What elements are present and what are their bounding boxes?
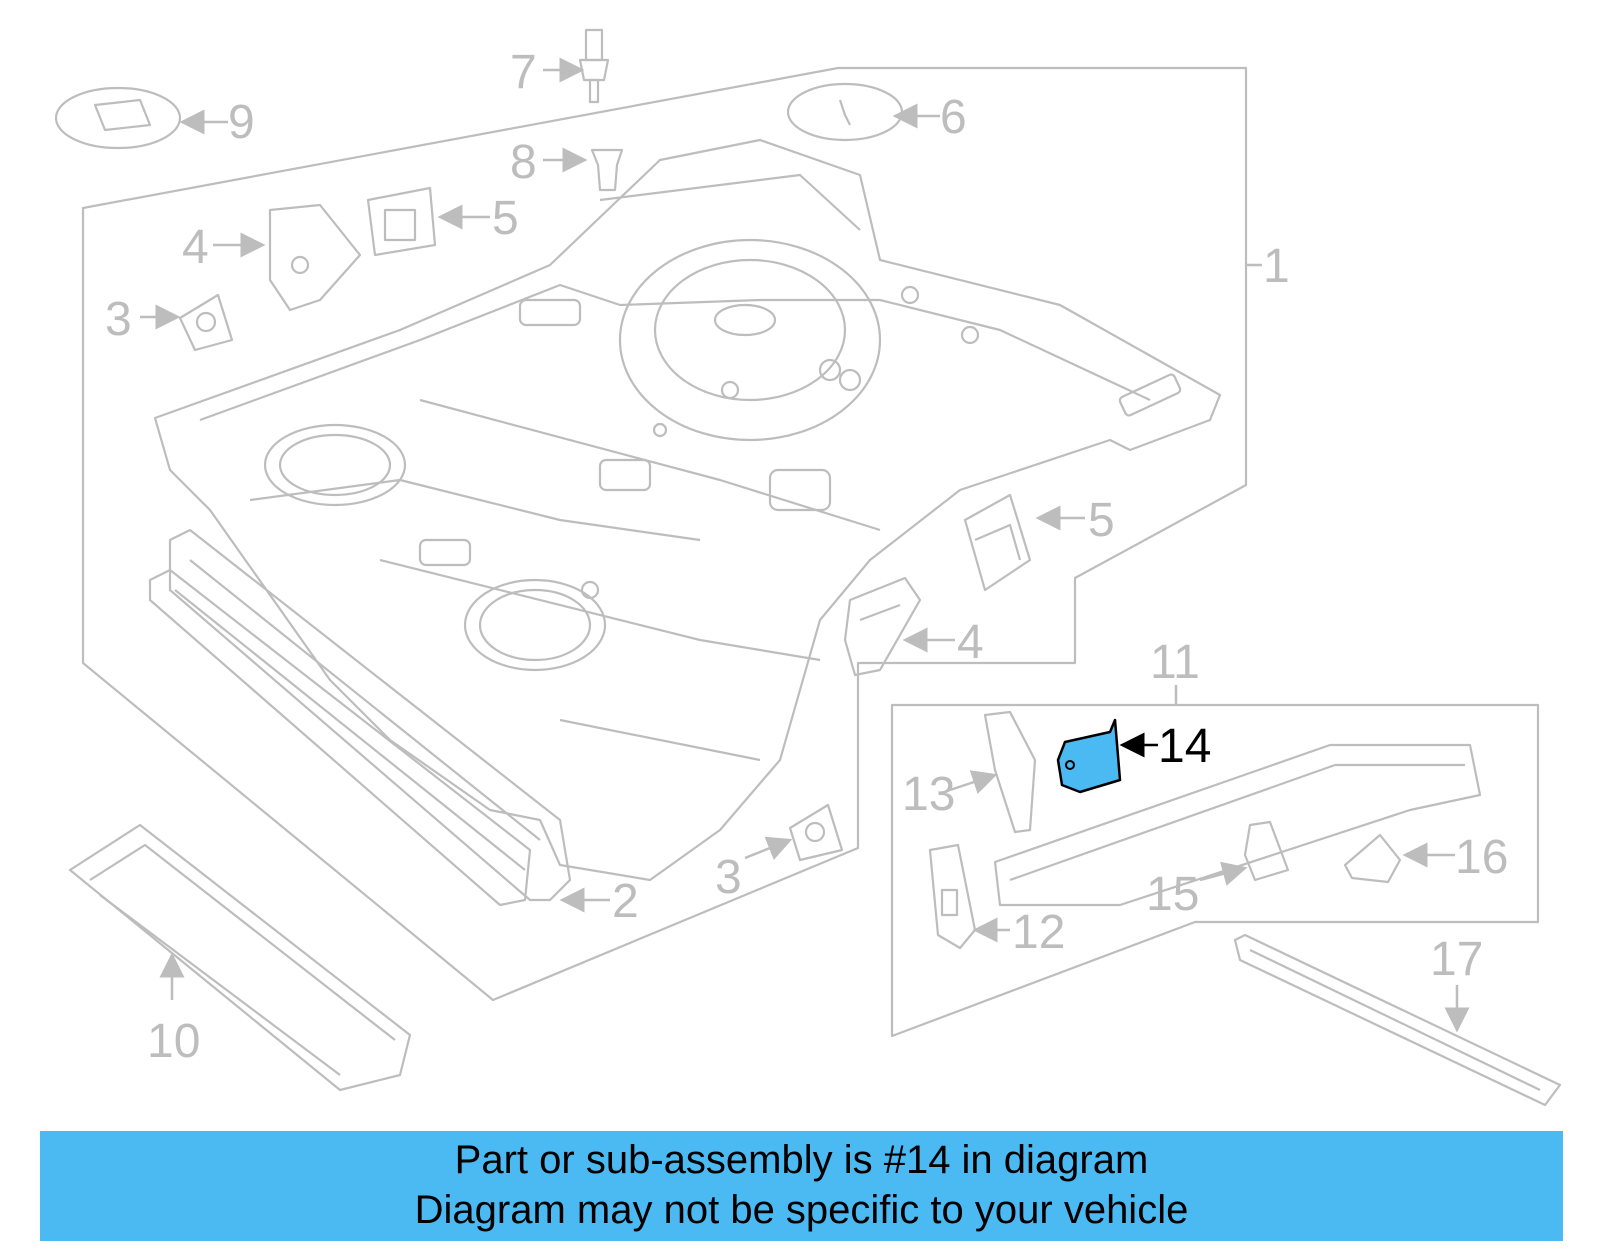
mount-part-3-top (178, 293, 234, 352)
callout-11: 11 (1150, 636, 1200, 689)
floor-pan-part (153, 138, 1222, 882)
assembly-outline-sub (890, 703, 1540, 1038)
callout-13: 13 (902, 768, 955, 821)
assembly-outline-main (81, 66, 1248, 1002)
highlighted-part-14[interactable] (1056, 718, 1158, 794)
callout-10: 10 (147, 1015, 200, 1068)
callout-7: 7 (510, 46, 537, 99)
crossmember-part (68, 823, 412, 1092)
callout-3-bottom: 3 (715, 851, 742, 904)
cover-plate-part-9 (54, 86, 182, 150)
bracket-part-4-right (843, 576, 922, 677)
plate-part-12 (928, 843, 977, 950)
banner-line-1: Part or sub-assembly is #14 in diagram (454, 1138, 1149, 1182)
callout-14[interactable]: 14 (1158, 720, 1211, 773)
callout-9: 9 (228, 96, 255, 149)
bracket-part-16 (1343, 833, 1402, 884)
bolt-part-7 (578, 28, 610, 104)
rail-part-11 (993, 743, 1482, 907)
callout-17: 17 (1430, 933, 1483, 986)
leader-lines (140, 57, 1470, 1033)
callout-16: 16 (1455, 831, 1508, 884)
callout-15: 15 (1146, 868, 1199, 921)
bracket-part-5-top (366, 186, 437, 257)
bracket-part-4-top (268, 203, 362, 312)
callout-12: 12 (1012, 906, 1065, 959)
info-banner: Part or sub-assembly is #14 in diagram D… (40, 1131, 1563, 1241)
bracket-part-13 (983, 710, 1037, 834)
side-member-part (1233, 933, 1562, 1107)
bracket-part-5-right (963, 493, 1032, 592)
mount-part-3-bottom (788, 803, 844, 862)
callout-2: 2 (612, 875, 639, 928)
callout-6: 6 (940, 91, 967, 144)
clip-part-8 (590, 148, 624, 192)
callout-1: 1 (1263, 240, 1290, 293)
rear-rail-part (148, 528, 572, 907)
plug-part-6 (786, 82, 904, 142)
callout-5-right: 5 (1088, 494, 1115, 547)
bracket-part-15 (1243, 820, 1290, 882)
banner-line-2: Diagram may not be specific to your vehi… (414, 1188, 1189, 1232)
callout-5-top: 5 (492, 192, 519, 245)
callout-4-right: 4 (957, 616, 984, 669)
callout-8: 8 (510, 136, 537, 189)
callout-4-top: 4 (182, 221, 209, 274)
callout-3-top: 3 (105, 293, 132, 346)
